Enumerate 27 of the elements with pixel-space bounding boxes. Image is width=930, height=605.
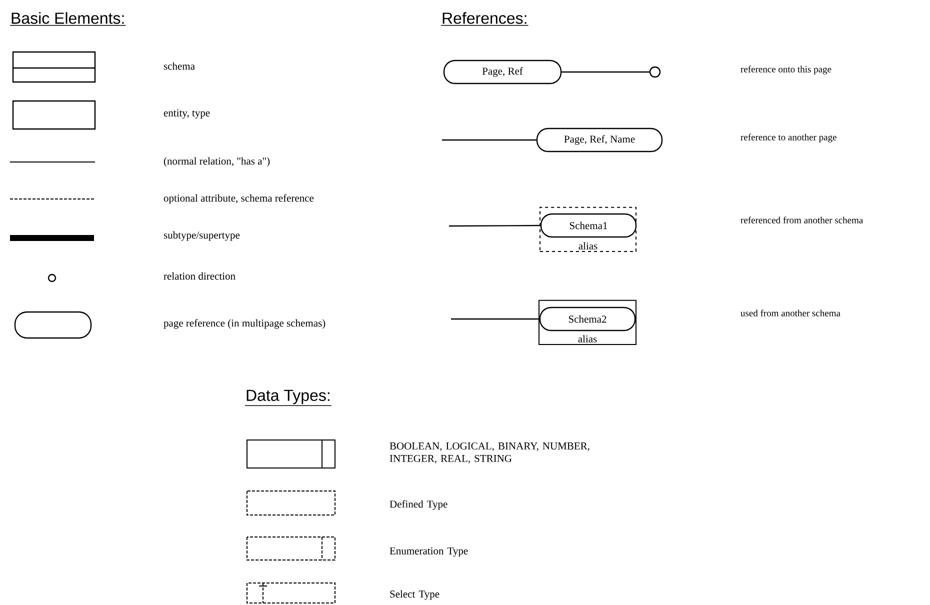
legend-text: Select Type (390, 590, 440, 600)
legend-text: BOOLEAN, LOGICAL, BINARY, NUMBER, INTEGER, REAL, STRING (390, 442, 590, 464)
relation-line (449, 224, 540, 227)
heading: Data Types: (244, 390, 332, 406)
heading: Basic Elements: (10, 12, 126, 26)
legend-text: Enumeration Type (390, 547, 468, 557)
legend-text: Defined Type (390, 500, 448, 510)
legend-text: entity, type (164, 109, 210, 119)
description: referenced from another schema (740, 216, 864, 224)
legend-text: relation direction (164, 272, 236, 280)
legend-text: schema (164, 62, 195, 70)
relation-line (442, 139, 536, 141)
legend-text: page reference (in multipage schemas) (164, 319, 326, 329)
description: reference to another page (740, 134, 836, 142)
schema-pill: Schema2 (539, 306, 636, 332)
heading: References: (440, 12, 529, 26)
circle-end (649, 66, 661, 78)
description: used from another schema (740, 310, 840, 316)
page-reference-pill: Page, Ref (443, 60, 562, 84)
page-reference-pill: Page, Ref, Name (536, 128, 663, 152)
description: reference onto this page (740, 66, 832, 74)
schema-pill: Schema1 (540, 213, 637, 238)
legend-text: (normal relation, "has a") (164, 157, 270, 167)
relation-line (451, 318, 540, 320)
relation-line (562, 71, 650, 73)
legend-text: optional attribute, schema reference (164, 194, 314, 204)
legend-text: subtype/supertype (164, 231, 240, 241)
